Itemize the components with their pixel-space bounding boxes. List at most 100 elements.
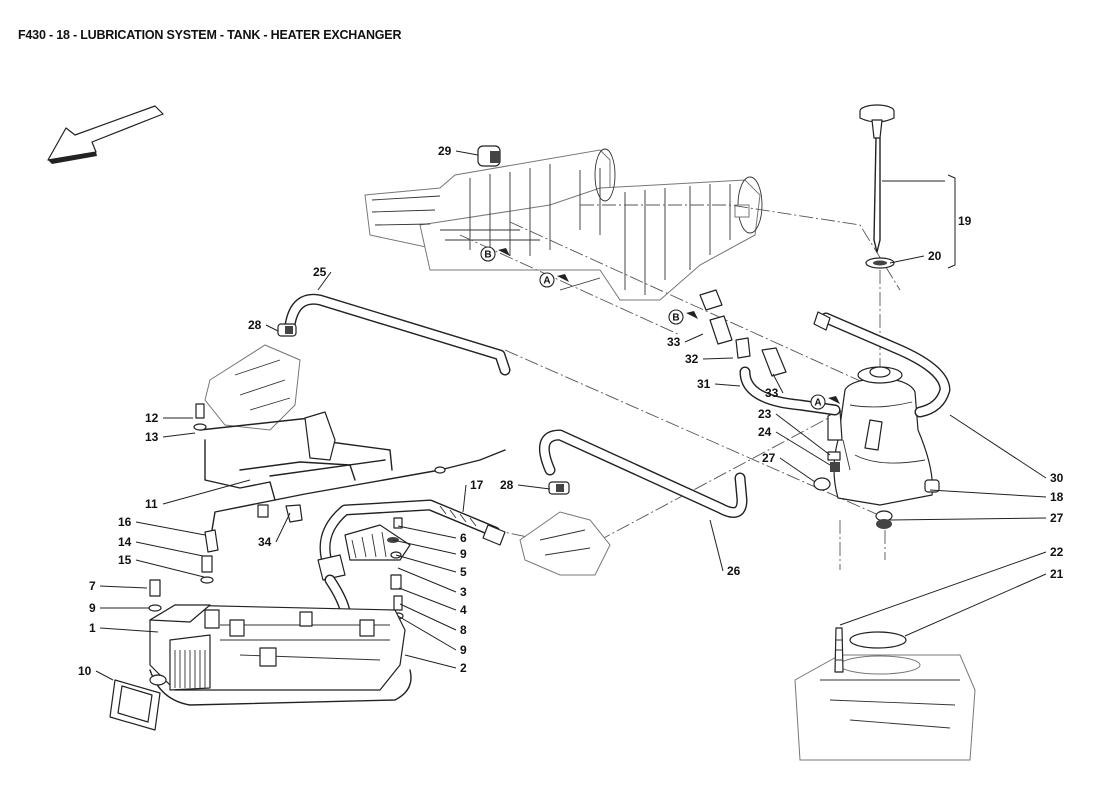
callout-number: 18 — [1050, 490, 1064, 504]
heat-exchanger-bolt-7 — [148, 579, 162, 612]
callout-c6: 6 — [397, 525, 467, 545]
stud-22 — [834, 627, 844, 673]
callout-number: 4 — [460, 603, 467, 617]
callout-number: 15 — [118, 553, 132, 567]
engine-bracket-outline — [204, 344, 976, 761]
callout-bracket-19 — [947, 174, 956, 269]
leader-line — [775, 413, 831, 456]
callout-c18: 18 — [929, 489, 1064, 504]
oil-hose-26 — [538, 429, 748, 518]
leader-line — [99, 627, 159, 633]
leader-line — [95, 670, 114, 681]
plug-34 — [285, 504, 303, 523]
leader-line — [904, 573, 1047, 637]
leader-line — [455, 150, 479, 156]
hose-bracket — [344, 524, 411, 561]
dipstick — [859, 104, 895, 253]
breather-fitting — [477, 145, 501, 167]
callout-c27b: 27 — [889, 511, 1064, 525]
reference-circle — [668, 309, 684, 325]
breather-hoses-31-33 — [699, 289, 841, 416]
reference-letter: B — [672, 313, 679, 324]
ref-b-top: B — [480, 246, 510, 262]
leader-line — [275, 512, 291, 543]
reference-letter: A — [543, 276, 550, 287]
leader-line — [99, 585, 148, 589]
callout-c2: 2 — [404, 654, 467, 675]
callout-c9c: 9 — [397, 615, 467, 657]
leader-line — [839, 551, 1047, 626]
ref-a-mid: A — [810, 394, 840, 410]
callout-number: 24 — [758, 425, 772, 439]
callout-number: 6 — [460, 531, 467, 545]
engine-manifold-outline — [364, 148, 763, 301]
callout-number: 32 — [685, 352, 699, 366]
callout-number: 5 — [460, 565, 467, 579]
diagram-title: F430 - 18 - LUBRICATION SYSTEM - TANK - … — [18, 28, 402, 42]
callout-number: 20 — [928, 249, 942, 263]
leader-line — [404, 654, 457, 669]
callout-c14: 14 — [118, 535, 204, 557]
orientation-arrow-icon — [47, 105, 164, 164]
callout-number: 14 — [118, 535, 132, 549]
callout-number: 29 — [438, 144, 452, 158]
callout-c20: 20 — [889, 249, 942, 264]
callout-c24: 24 — [758, 425, 831, 466]
callout-number: 9 — [460, 547, 467, 561]
leader-line — [395, 554, 457, 573]
leader-line — [517, 484, 551, 490]
sensor-cable — [204, 449, 506, 553]
callout-number: 28 — [500, 478, 514, 492]
frame-bolt-12 — [193, 403, 207, 431]
callout-c33b: 33 — [765, 373, 784, 400]
leader-line — [684, 333, 704, 343]
callout-c15: 15 — [118, 553, 205, 578]
callout-number: 9 — [89, 601, 96, 615]
callout-c19: 19 — [958, 214, 972, 228]
leader-line — [162, 479, 251, 505]
leader-line — [889, 255, 925, 264]
callout-c4: 4 — [398, 587, 467, 617]
mounting-frame — [199, 411, 393, 518]
callout-c1: 1 — [89, 621, 159, 635]
callout-c3: 3 — [397, 567, 467, 599]
direction-arrow-icon — [686, 311, 698, 319]
callout-number: 33 — [765, 386, 779, 400]
callout-c17: 17 — [462, 478, 484, 513]
callout-c12: 12 — [145, 411, 193, 425]
callout-number: 21 — [1050, 567, 1064, 581]
callout-number: 2 — [460, 661, 467, 675]
corrugated-hose-17 — [317, 499, 506, 631]
reference-circle — [810, 394, 826, 410]
leader-line — [265, 324, 279, 332]
leader-line — [135, 559, 205, 578]
leader-line — [949, 414, 1047, 479]
hose-clamp-28b — [548, 481, 570, 495]
callout-number: 7 — [89, 579, 96, 593]
direction-arrow-icon — [557, 274, 569, 282]
callout-c9a: 9 — [392, 539, 467, 561]
leader-line — [162, 432, 196, 438]
callout-c30: 30 — [949, 414, 1064, 485]
leader-line — [392, 539, 457, 555]
callout-c25: 25 — [313, 265, 332, 291]
leader-line — [397, 567, 457, 593]
callout-number: 22 — [1050, 545, 1064, 559]
callout-c26: 26 — [709, 519, 741, 578]
callout-number: 19 — [958, 214, 972, 228]
dipstick-seal — [865, 257, 895, 269]
leader-line — [135, 541, 204, 557]
callout-c23: 23 — [758, 407, 831, 456]
callout-number: 13 — [145, 430, 159, 444]
leader-line — [929, 489, 1047, 498]
callout-number: 17 — [470, 478, 484, 492]
leader-line — [397, 615, 457, 651]
callout-number: 27 — [762, 451, 776, 465]
leader-line — [135, 521, 206, 536]
callout-c27a: 27 — [762, 451, 816, 483]
callout-number: 12 — [145, 411, 159, 425]
ref-b-mid: B — [668, 309, 698, 325]
section-reference-markers: B A B A — [480, 246, 840, 410]
callout-number: 16 — [118, 515, 132, 529]
